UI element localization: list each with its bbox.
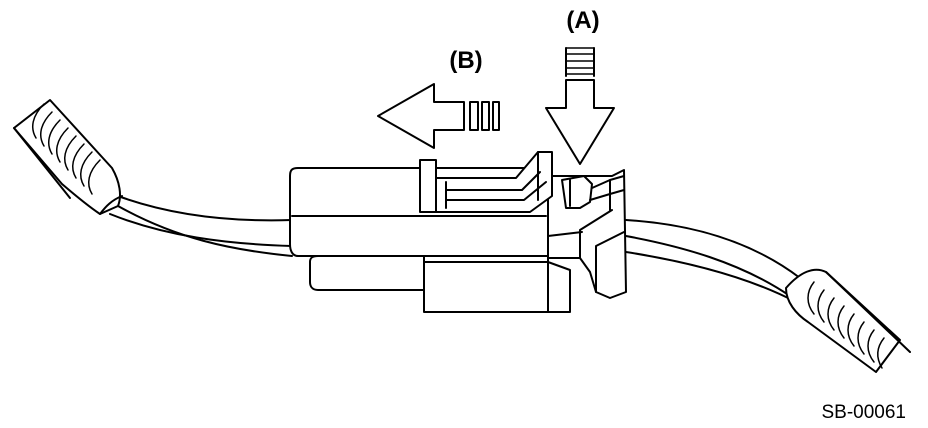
left-wire-harness: [13, 99, 293, 257]
figure-code: SB-00061: [821, 402, 906, 423]
label-a: (A): [566, 7, 599, 34]
lock-lever: [419, 151, 553, 213]
left-boot-ribs: [31, 103, 101, 195]
right-boot-ribs: [807, 281, 885, 369]
arrow-a-press-down: [545, 47, 615, 165]
label-b: (B): [449, 47, 482, 74]
latch-tab: [561, 175, 625, 211]
right-wire-harness: [625, 219, 911, 373]
arrow-b-slide-left: [377, 83, 500, 149]
